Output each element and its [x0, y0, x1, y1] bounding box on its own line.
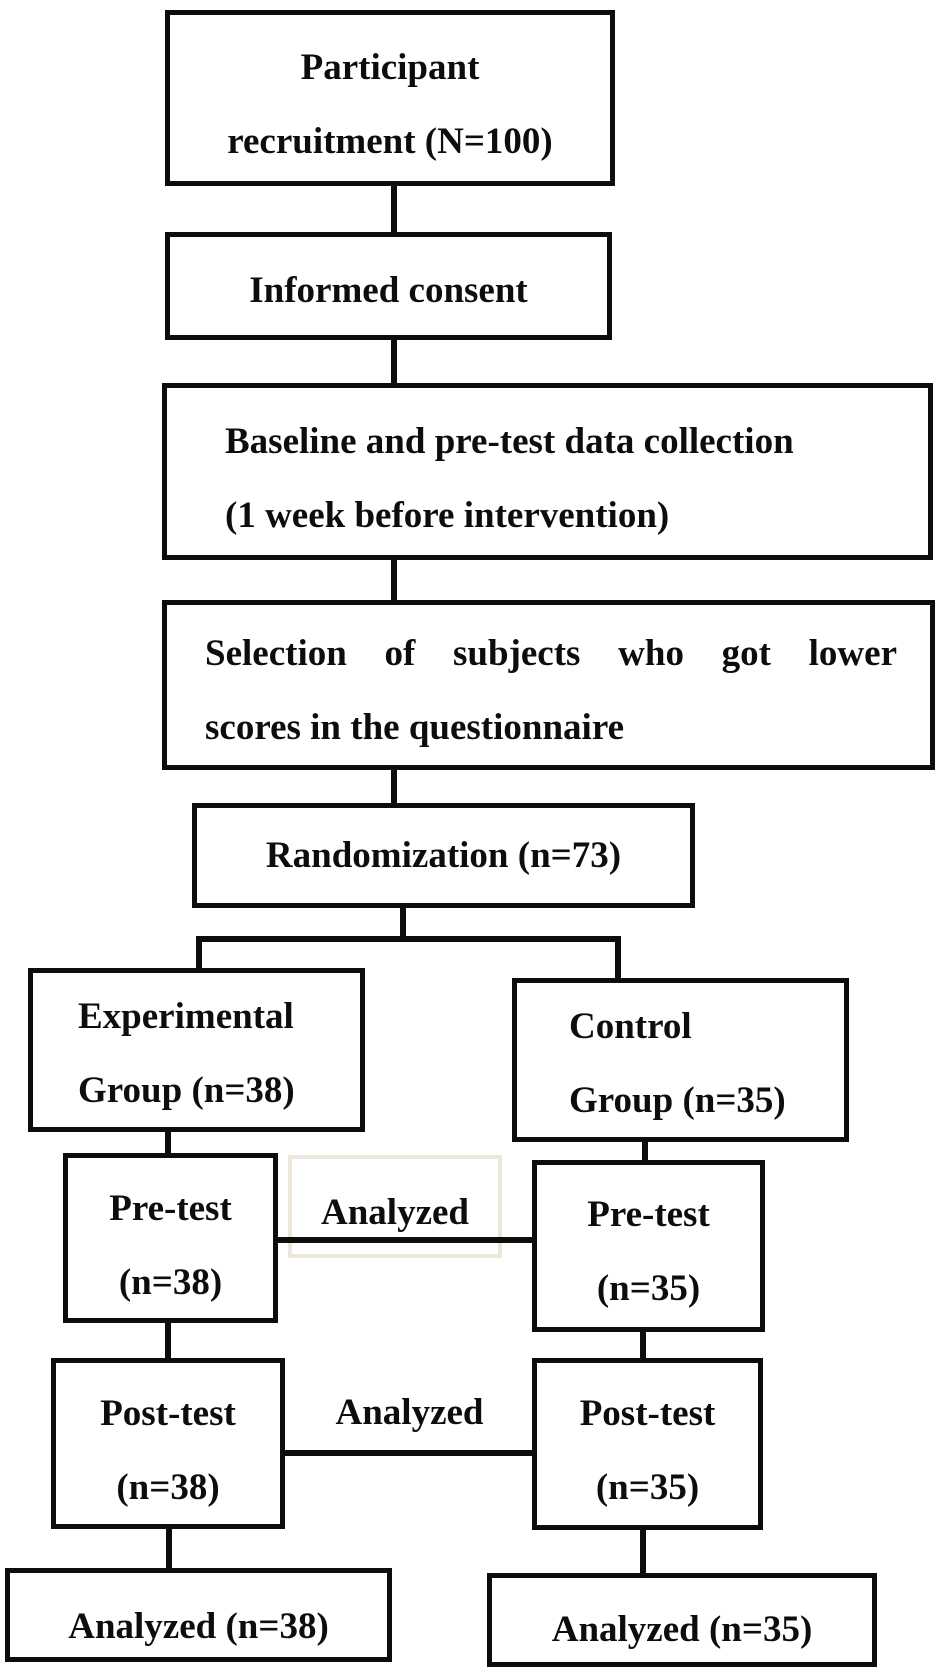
box-baseline-data-collection: Baseline and pre-test data collection (1…: [162, 383, 933, 560]
connector-pretest-to-posttest-right: [640, 1330, 646, 1361]
box-posttest-experimental: Post-test (n=38): [51, 1358, 285, 1529]
randomization-label: Randomization (n=73): [265, 834, 622, 876]
connector-pretest-to-posttest-left: [165, 1321, 171, 1361]
pretest-analyzed-highlight-box: [288, 1155, 502, 1258]
experimental-group-line-2: Group (n=38): [78, 1070, 295, 1111]
box-analyzed-control: Analyzed (n=35): [487, 1573, 877, 1667]
box-experimental-group: Experimental Group (n=38): [28, 968, 365, 1132]
posttest-analyzed-label: Analyzed: [335, 1392, 484, 1433]
analyzed-experimental-label: Analyzed (n=38): [68, 1606, 329, 1647]
connector-branch-right-drop: [615, 938, 621, 980]
box-posttest-control: Post-test (n=35): [532, 1358, 763, 1530]
connector-posttest-to-analyzed-left: [166, 1527, 172, 1571]
connector-pretest-comparison: [278, 1237, 534, 1243]
pretest-experimental-line-2: (n=38): [118, 1262, 223, 1303]
analyzed-control-label: Analyzed (n=35): [551, 1609, 813, 1650]
connector-branch-horizontal: [196, 936, 621, 942]
connector-branch-left-drop: [196, 938, 202, 970]
selection-line-1: Selection of subjects who got lower: [205, 633, 897, 674]
control-group-line-1: Control: [569, 1006, 692, 1047]
connector-control-to-pretest: [642, 1140, 648, 1163]
box-randomization: Randomization (n=73): [192, 803, 695, 908]
pretest-experimental-line-1: Pre-test: [109, 1188, 232, 1229]
connector-baseline-to-selection: [391, 557, 397, 602]
recruitment-line-1: Participant: [300, 47, 480, 88]
posttest-experimental-line-1: Post-test: [100, 1392, 236, 1434]
posttest-control-line-1: Post-test: [579, 1393, 716, 1434]
box-pretest-experimental: Pre-test (n=38): [63, 1153, 278, 1323]
box-participant-recruitment: Participant recruitment (N=100): [165, 10, 615, 186]
box-control-group: Control Group (n=35): [512, 978, 849, 1142]
connector-experimental-to-pretest: [165, 1130, 171, 1156]
baseline-line-2: (1 week before intervention): [225, 494, 670, 536]
box-informed-consent: Informed consent: [165, 232, 612, 340]
control-group-line-2: Group (n=35): [569, 1080, 786, 1121]
posttest-experimental-line-2: (n=38): [116, 1466, 220, 1508]
box-analyzed-experimental: Analyzed (n=38): [5, 1568, 392, 1662]
consent-label: Informed consent: [249, 270, 528, 311]
pretest-control-line-1: Pre-test: [587, 1194, 710, 1235]
pretest-analyzed-label: Analyzed: [321, 1192, 469, 1233]
connector-selection-to-randomization: [391, 767, 397, 805]
recruitment-line-2: recruitment (N=100): [227, 121, 553, 162]
connector-randomization-stem: [400, 906, 406, 940]
experimental-group-line-1: Experimental: [78, 996, 294, 1037]
connector-recruitment-to-consent: [391, 184, 397, 234]
connector-posttest-to-analyzed-right: [640, 1528, 646, 1576]
posttest-control-line-2: (n=35): [595, 1467, 700, 1508]
box-subject-selection: Selection of subjects who got lower scor…: [162, 600, 935, 770]
connector-posttest-comparison: [285, 1450, 534, 1456]
baseline-line-1: Baseline and pre-test data collection: [225, 420, 794, 462]
connector-consent-to-baseline: [391, 337, 397, 385]
selection-line-2: scores in the questionnaire: [205, 707, 625, 748]
pretest-control-line-2: (n=35): [596, 1268, 701, 1309]
box-pretest-control: Pre-test (n=35): [532, 1160, 765, 1332]
